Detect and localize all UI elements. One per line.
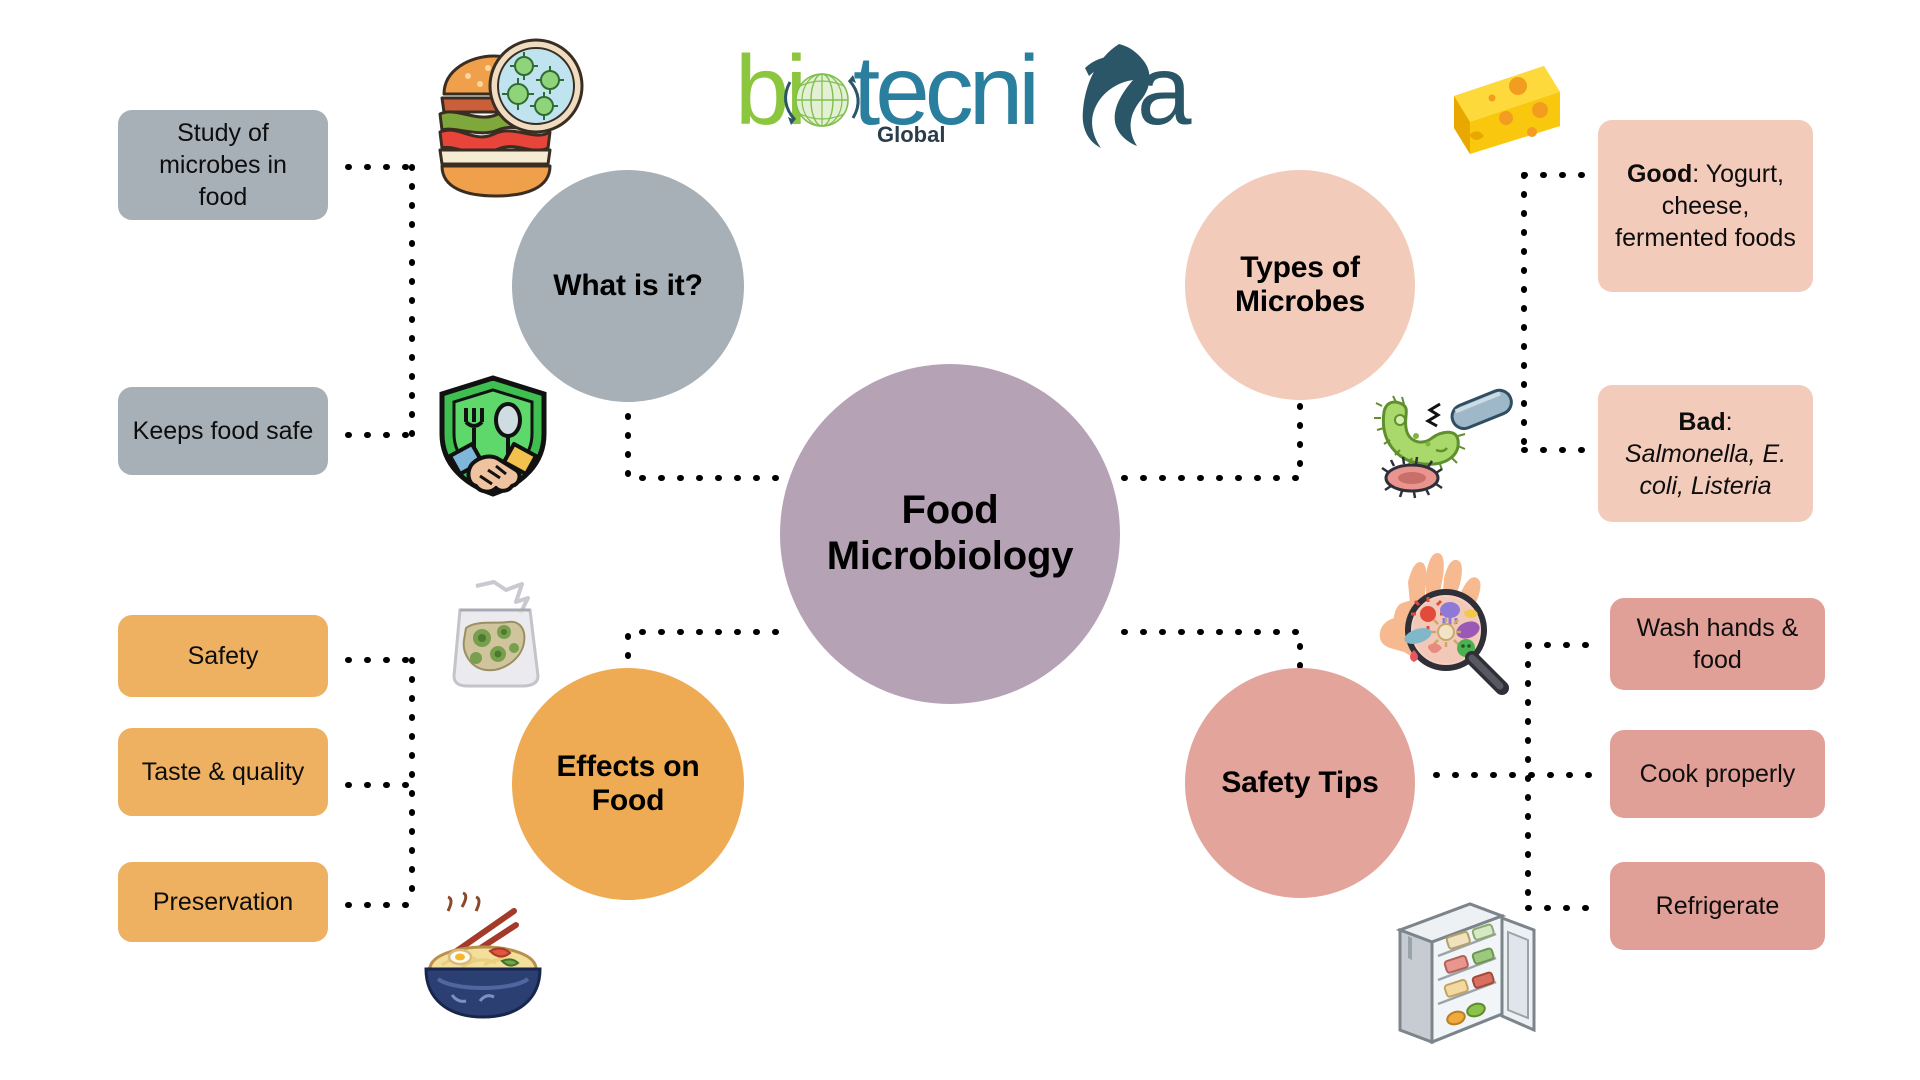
card-bad-microbes[interactable]: Bad: Salmonella, E. coli, Listeria [1598,385,1813,522]
card-bad-colon: : [1725,407,1733,436]
card-cook-properly[interactable]: Cook properly [1610,730,1825,818]
bacteria-icon [1374,380,1518,499]
card-good-microbes[interactable]: Good: Yogurt, cheese, fermented foods [1598,120,1813,292]
card-refrigerate[interactable]: Refrigerate [1610,862,1825,950]
svg-text:a: a [1137,38,1192,145]
svg-text:bi: bi [735,38,803,145]
biotecnika-logo: bi tecni [735,38,1195,153]
card-good-label: Good [1626,160,1693,188]
central-node-food-microbiology[interactable]: Food Microbiology [780,364,1120,704]
card-study-of-microbes[interactable]: Study of microbes in food [118,110,328,220]
card-good-text: : Yogurt, cheese, fermented foods [1615,160,1796,252]
svg-text:Global: Global [877,122,945,147]
card-bad-species: Salmonella, E. coli, Listeria [1624,439,1787,500]
branch-node-safety-tips[interactable]: Safety Tips [1185,668,1415,898]
branch-node-effects-on-food[interactable]: Effects on Food [512,668,744,900]
noodle-bowl-icon [418,891,548,1025]
card-preservation[interactable]: Preservation [118,862,328,942]
card-keeps-food-safe[interactable]: Keeps food safe [118,387,328,475]
burger-petri-dish-icon [432,32,592,202]
card-wash-hands-and-food[interactable]: Wash hands & food [1610,598,1825,690]
card-taste-and-quality[interactable]: Taste & quality [118,728,328,816]
refrigerator-icon [1392,890,1542,1050]
branch-node-types-of-microbes[interactable]: Types of Microbes [1185,170,1415,400]
cheese-wedge-icon [1448,62,1566,162]
branch-node-what-is-it[interactable]: What is it? [512,170,744,402]
svg-text:tecni: tecni [853,38,1035,145]
hand-magnifier-germs-icon [1372,552,1512,695]
food-safety-shield-handshake-icon [434,372,552,500]
spoiled-food-bag-icon [442,580,552,690]
card-bad-label: Bad [1678,407,1726,436]
card-safety[interactable]: Safety [118,615,328,697]
